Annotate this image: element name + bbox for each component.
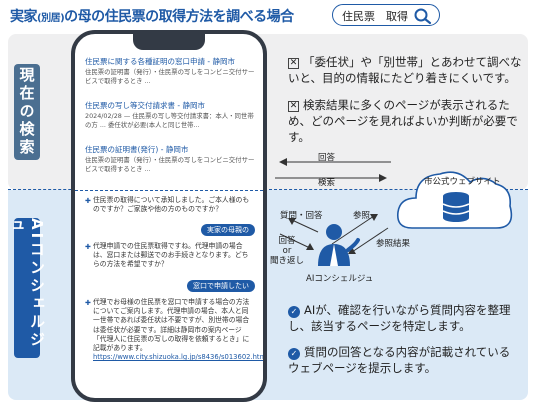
cross-box-icon: ✕ — [288, 58, 299, 69]
flow-reference-result-label: 参照結果 — [376, 239, 411, 249]
check-icon: ✓ — [288, 348, 300, 360]
ai-message: ✚ 代理でお母様の住民票を窓口で申請する場合の方法についてご案内します。代理申請… — [85, 298, 267, 362]
search-icon — [414, 8, 432, 25]
flow-answer-label: 回答 — [318, 153, 336, 163]
flow-reference-label: 参照 — [353, 211, 371, 221]
search-result[interactable]: 住民票に関する各種証明の窓口申請 - 静岡市 住民票の証明書（発行）・住民票の写… — [85, 57, 255, 85]
concierge-flow-arrows — [279, 214, 389, 254]
city-website-cloud — [396, 171, 513, 229]
search-query: 住民票 取得 — [342, 10, 408, 23]
flow-question-answer-label: 質問・回答 — [280, 211, 323, 221]
check-icon: ✓ — [288, 306, 300, 318]
cross-box-icon: ✕ — [288, 101, 299, 112]
search-flow-arrows — [275, 158, 391, 182]
search-result[interactable]: 住民票の証明書(発行) - 静岡市 住民票の証明書（発行）・住民票の写しをコンビ… — [85, 145, 255, 173]
concierge-label: AIコンシェルジュ — [306, 274, 374, 284]
ai-bot-icon: ✚ — [85, 299, 91, 307]
ai-message: ✚ 住民票の取得について承知しました。ご本人様のものですか？ご家族や他の方のもの… — [85, 196, 250, 214]
flow-answer-or-back-label: 回答 or 聞き返し — [270, 236, 305, 266]
header: 実家(別居)の母の住民票の取得方法を調べる場合 住民票 取得 — [0, 0, 536, 30]
search-result[interactable]: 住民票の写し等交付請求書 - 静岡市 2024/02/28 — 住民票の写し等交… — [85, 101, 254, 129]
section-divider — [8, 189, 528, 190]
feature-item: ✓質問の回答となる内容が記載されているウェブページを提示します。 — [288, 345, 511, 375]
issue-item: ✕検索結果に多くのページが表示されるため、どのページを見ればよいか判断が必要です… — [288, 98, 518, 144]
ai-message: ✚ 代理申請での住民票取得ですね。代理申請の場合は、窓口または郵送でのお手続きと… — [85, 242, 249, 269]
feature-item: ✓AIが、確認を行いながら質問内容を整理し、該当するページを特定します。 — [288, 303, 511, 333]
page-title: 実家(別居)の母の住民票の取得方法を調べる場合 — [10, 9, 294, 25]
ai-bot-icon: ✚ — [85, 243, 91, 251]
phone-notch — [133, 34, 205, 50]
section-label-current: 現在の検索 — [14, 64, 40, 160]
concierge-person-icon — [318, 224, 360, 266]
phone-divider — [75, 190, 263, 191]
user-message: 実家の母親の — [201, 224, 255, 236]
issue-item: ✕「委任状」や「別世帯」とあわせて調べないと、目的の情報にたどり着きにくいです。 — [288, 55, 522, 85]
user-message: 窓口で申請したい — [187, 280, 255, 292]
reference-link[interactable]: https://www.city.shizuoka.lg.jp/s8436/s0… — [93, 353, 267, 362]
flow-search-label: 検索 — [318, 178, 336, 188]
section-label-ai: AIコンシェルジュ — [7, 218, 46, 358]
search-box[interactable]: 住民票 取得 — [332, 4, 440, 26]
smartphone: 住民票に関する各種証明の窓口申請 - 静岡市 住民票の証明書（発行）・住民票の写… — [71, 30, 267, 402]
city-website-label: 市公式ウェブサイト — [424, 177, 501, 187]
ai-bot-icon: ✚ — [85, 197, 91, 205]
